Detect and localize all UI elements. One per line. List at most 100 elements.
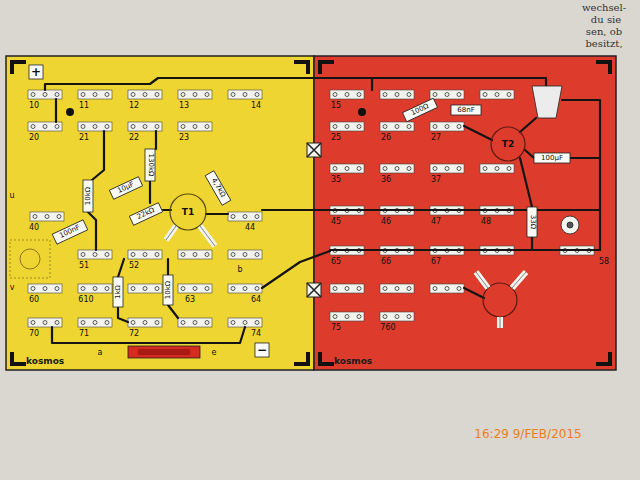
terminal-strip — [128, 122, 162, 131]
socket-letter: e — [211, 349, 218, 357]
wire — [262, 251, 330, 288]
terminal-number: 45 — [330, 218, 342, 226]
terminal-number: 70 — [28, 330, 40, 338]
terminal-strip — [228, 212, 262, 221]
corner-bracket — [12, 62, 26, 74]
wire — [88, 212, 96, 250]
terminal-strip — [330, 284, 364, 293]
terminal-number: 21 — [78, 134, 90, 142]
mounting-dot — [66, 108, 74, 116]
transistor-leg — [166, 226, 215, 246]
terminal-number: 71 — [78, 330, 90, 338]
terminal-number: 35 — [330, 176, 342, 184]
corner-bracket — [320, 62, 334, 74]
terminal-number: 14 — [250, 102, 262, 110]
terminal-number: 27 — [430, 134, 442, 142]
terminal-strip — [228, 318, 262, 327]
capacitor-symbol — [534, 153, 570, 163]
terminal-number: 37 — [430, 176, 442, 184]
terminal-strip — [480, 90, 514, 99]
terminal-strip — [28, 122, 62, 131]
terminal-strip — [78, 318, 112, 327]
lamp-socket — [567, 222, 573, 228]
page-text: wechsel- — [581, 3, 627, 13]
terminal-number: 23 — [178, 134, 190, 142]
terminal-strip — [128, 284, 162, 293]
terminal-number: 10 — [28, 102, 40, 110]
component-value: 130kΩ — [147, 153, 154, 178]
terminal-strips — [28, 90, 594, 327]
wire — [118, 307, 128, 322]
component-value: 33Ω — [529, 214, 536, 230]
terminal-strip — [430, 122, 464, 131]
capacitor-symbol — [109, 177, 142, 200]
terminal-strip — [228, 250, 262, 259]
circuit-board: kosmos — [314, 56, 616, 370]
terminal-number: 26 — [380, 134, 392, 142]
socket-letter: b — [236, 266, 243, 274]
transistor-leg — [476, 272, 526, 328]
wire — [206, 213, 228, 215]
wire — [570, 157, 600, 159]
component-value: 10kΩ — [85, 186, 92, 206]
wire — [155, 131, 157, 149]
board-clips — [307, 143, 321, 297]
brand-label: kosmos — [26, 357, 64, 366]
corner-bracket — [12, 352, 26, 364]
terminal-strip — [480, 164, 514, 173]
terminal-strip — [380, 312, 414, 321]
corner-bracket — [596, 352, 610, 364]
terminal-number: 760 — [379, 324, 396, 332]
corner-brackets — [12, 62, 610, 364]
wire — [562, 100, 600, 250]
corner-bracket — [320, 352, 334, 364]
board-clip — [307, 283, 321, 297]
terminal-strip — [380, 90, 414, 99]
photo-timestamp: 16:29 9/FEB/2015 — [473, 428, 582, 440]
terminal-number: 51 — [78, 262, 90, 270]
terminal-number: 13 — [178, 102, 190, 110]
terminal-number: 74 — [250, 330, 262, 338]
minus-terminal — [255, 343, 269, 357]
terminal-number: 58 — [598, 258, 610, 266]
resistor-symbol — [129, 203, 162, 226]
corner-bracket — [596, 62, 610, 74]
lamp-socket — [561, 216, 579, 234]
transistor-symbol — [170, 194, 206, 230]
terminal-strip — [380, 122, 414, 131]
terminal-strip — [330, 312, 364, 321]
wire — [464, 126, 492, 140]
terminal-strip — [28, 318, 62, 327]
component-value: 100µF — [540, 155, 564, 162]
terminal-strip — [330, 122, 364, 131]
terminal-strip — [78, 90, 112, 99]
terminal-number: 63 — [184, 296, 196, 304]
components — [29, 65, 579, 358]
capacitor-symbol — [52, 220, 87, 244]
circuit-board: kosmos — [6, 56, 314, 370]
transistor-name: T1 — [181, 208, 195, 217]
terminal-strip — [128, 250, 162, 259]
brand-label: kosmos — [334, 357, 372, 366]
resistor-symbol — [402, 98, 437, 121]
terminal-strip — [430, 284, 464, 293]
plus-terminal — [29, 65, 43, 79]
speaker-socket — [10, 240, 50, 278]
red-board — [314, 56, 616, 370]
speaker-socket — [20, 249, 40, 269]
wire — [149, 181, 151, 203]
wire — [167, 259, 169, 275]
terminal-strip — [330, 164, 364, 173]
battery-symbol — [138, 349, 190, 355]
terminal-strip — [128, 318, 162, 327]
terminal-strip — [178, 122, 212, 131]
wire — [52, 327, 245, 343]
page-text: besitzt, — [584, 39, 623, 49]
wire — [168, 305, 178, 318]
terminal-number: 60 — [28, 296, 40, 304]
terminal-strip — [78, 250, 112, 259]
terminal-strip — [178, 284, 212, 293]
terminal-strip — [330, 90, 364, 99]
